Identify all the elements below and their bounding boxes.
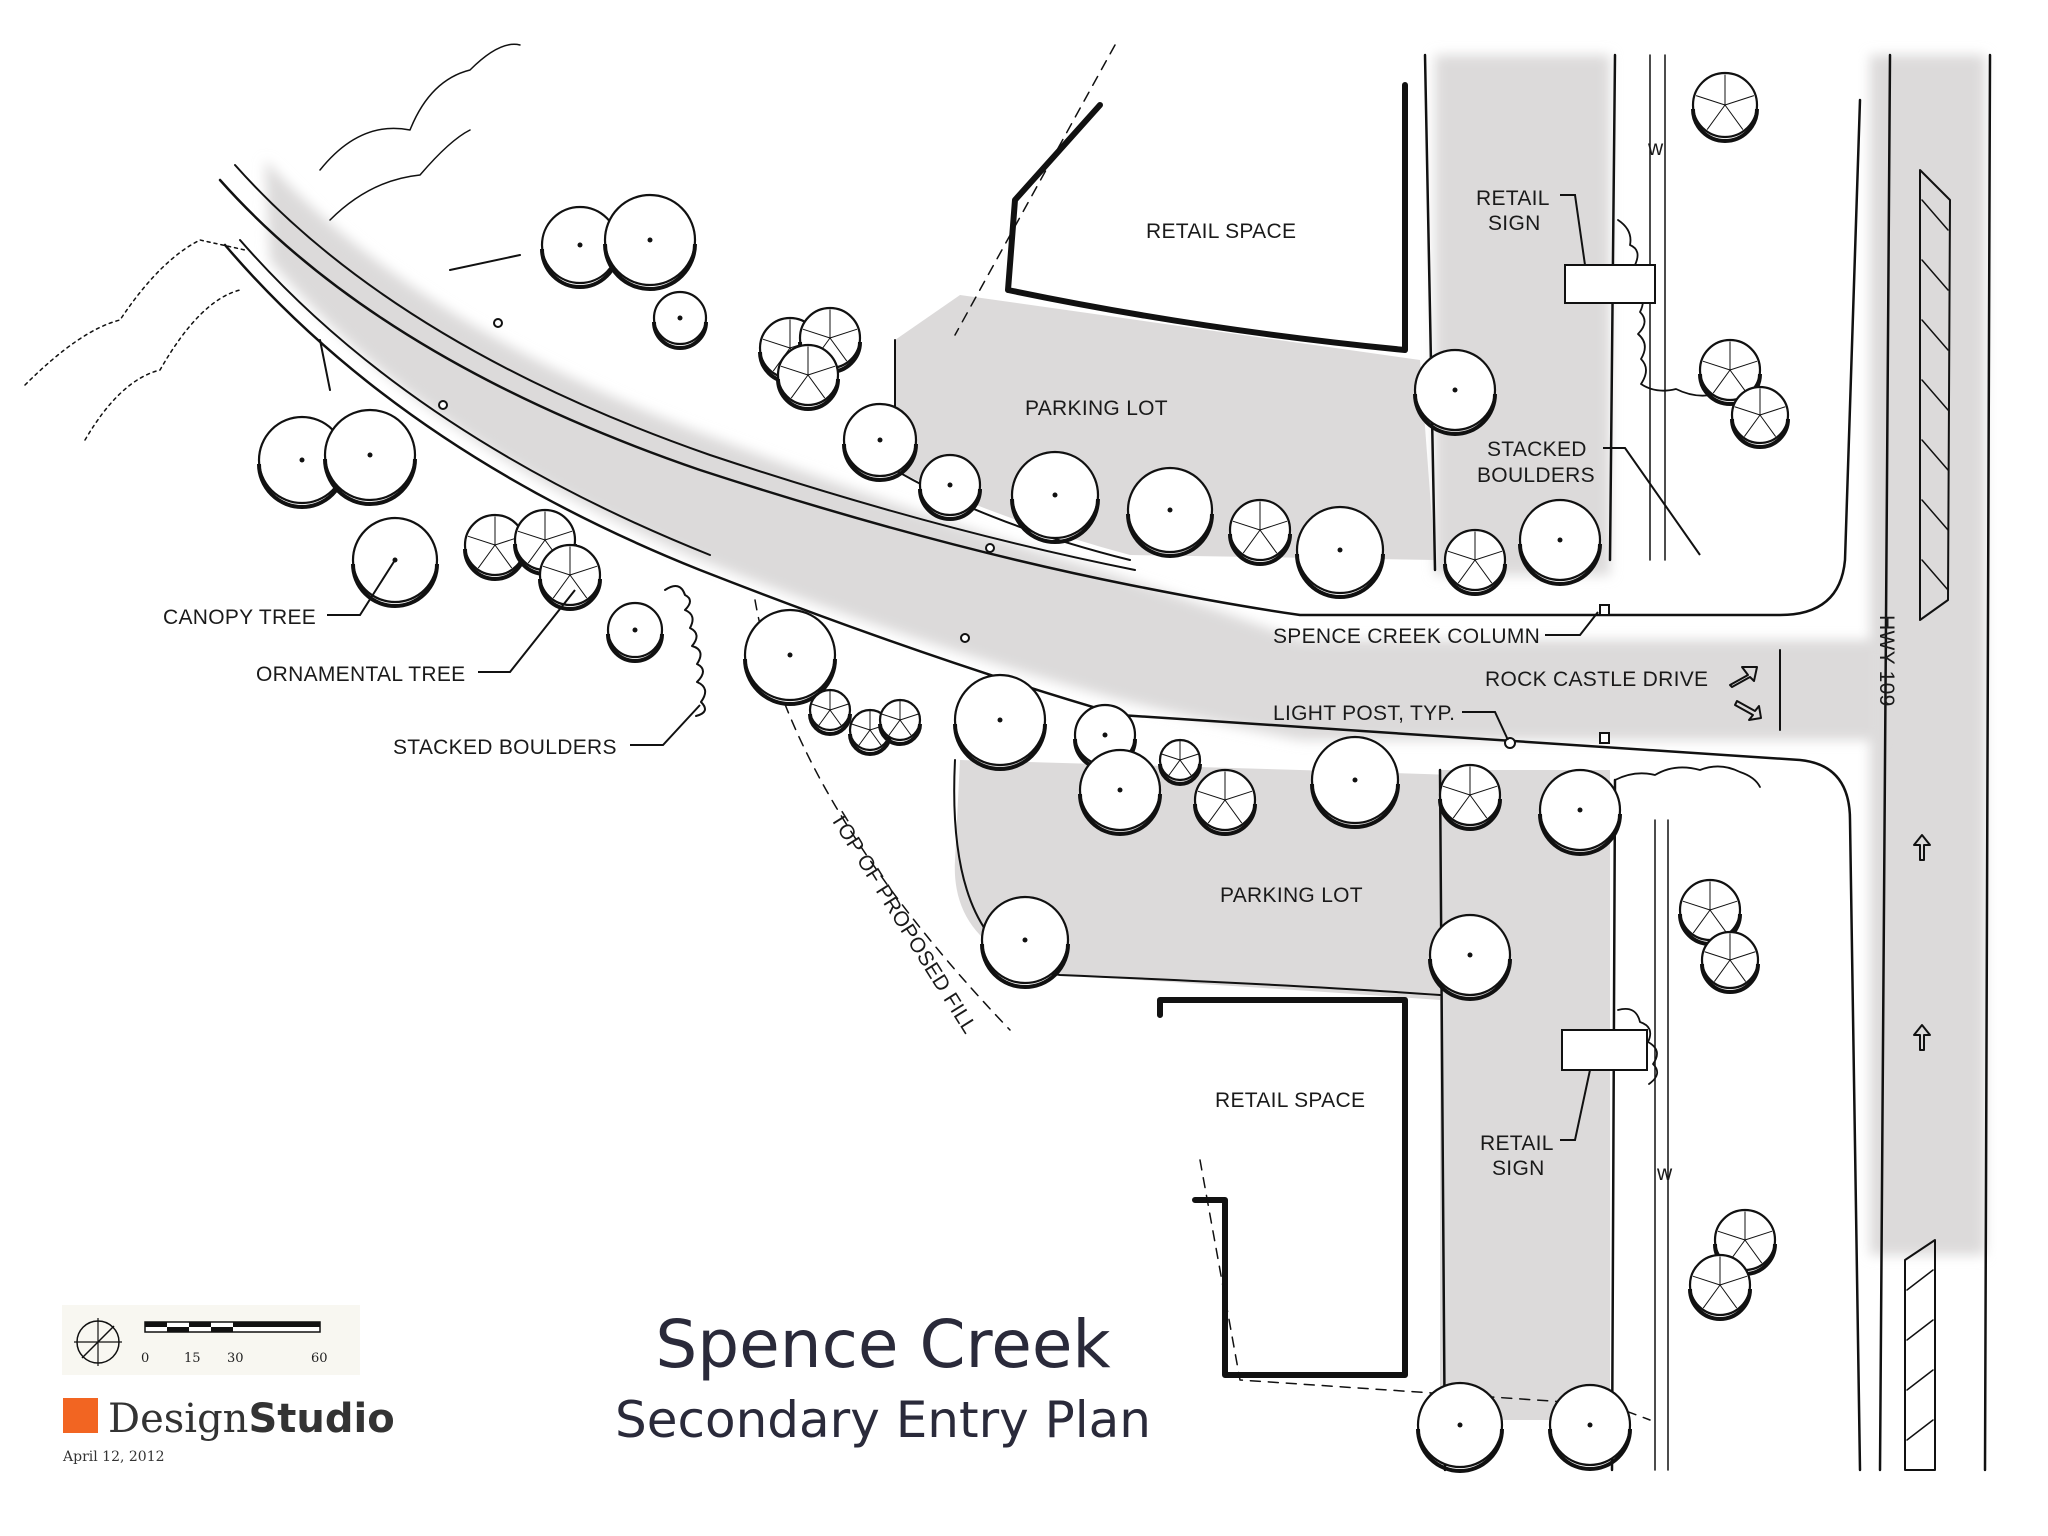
canopy-tree-symbol [1518,498,1602,586]
label-retail-space-bottom: RETAIL SPACE [1215,1089,1365,1112]
ornamental-tree-symbol [1700,930,1760,994]
label-canopy-tree: CANOPY TREE [163,606,316,629]
canopy-tree-symbol [606,601,664,663]
linework [24,43,1992,1472]
logo-mark [63,1398,98,1433]
ornamental-tree-symbol [878,698,922,746]
ornamental-tree-symbol [776,343,840,411]
ornamental-tree-symbol [1730,385,1790,449]
tree-group [257,71,1790,1473]
ornamental-tree-symbol [538,543,602,611]
light-post-marker [1504,737,1516,749]
ornamental-tree-symbol [1438,763,1502,831]
label-stacked-boulders-right-1: STACKED [1487,438,1587,461]
north-drive-pavement [1435,55,1610,575]
site-furniture [438,264,1656,1071]
canopy-tree-symbol [603,193,697,291]
label-retail-sign-top-2: SIGN [1488,212,1541,235]
canopy-tree-symbol [1428,913,1512,1001]
page-subtitle: Secondary Entry Plan [615,1391,1151,1449]
light-post-marker [438,400,448,410]
canopy-tree-symbol [1295,505,1385,599]
canopy-tree-symbol [351,516,439,608]
scale-tick-60: 60 [311,1351,328,1366]
canopy-tree-symbol [652,290,708,350]
label-retail-sign-bottom-2: SIGN [1492,1157,1545,1180]
label-light-post: LIGHT POST, TYP. [1273,702,1455,725]
scale-tick-0: 0 [141,1351,149,1366]
label-retail-sign-bottom-1: RETAIL [1480,1132,1554,1155]
plan-date: April 12, 2012 [62,1449,165,1465]
ornamental-tree-symbol [808,688,852,736]
logo-text: DesignStudio [108,1396,395,1442]
north-arrow-icon [74,1318,122,1366]
canopy-tree-symbol [1538,768,1622,856]
light-post-marker [493,318,503,328]
label-rock-castle-drive: ROCK CASTLE DRIVE [1485,668,1708,691]
canopy-tree-symbol [1010,450,1100,544]
canopy-tree-symbol [980,895,1070,989]
canopy-tree-symbol [953,673,1047,771]
ornamental-tree-symbol [1443,528,1507,596]
ornamental-tree-symbol [1193,768,1257,836]
label-hwy: HWY 109 [1875,615,1898,707]
light-post-marker [985,543,995,553]
canopy-tree-symbol [1548,1383,1632,1471]
traffic-arrows [1729,666,1931,1051]
scale-tick-15: 15 [184,1351,201,1366]
canopy-tree-symbol [743,608,837,706]
label-spence-creek-column: SPENCE CREEK COLUMN [1273,625,1540,648]
page-title: Spence Creek [655,1306,1111,1383]
label-parking-lot-bottom: PARKING LOT [1220,884,1363,907]
canopy-tree-symbol [1416,1381,1504,1473]
traffic-arrow-icon [1913,834,1931,861]
ornamental-tree-symbol [1691,71,1759,143]
median-hatch-top [1921,199,1949,591]
label-water-mark-1: w [1647,137,1664,160]
logo: DesignStudio April 12, 2012 [62,1396,395,1465]
label-water-mark-2: w [1656,1162,1673,1185]
traffic-arrow-icon [1734,700,1762,721]
scale-bar [144,1321,321,1333]
title-block: Spence Creek Secondary Entry Plan [615,1306,1151,1449]
ornamental-tree-symbol [1228,498,1292,566]
median-hatch-bottom [1906,1269,1934,1441]
label-stacked-boulders-left: STACKED BOULDERS [393,736,617,759]
ornamental-tree-symbol [1158,738,1202,786]
label-retail-sign-top-1: RETAIL [1476,187,1550,210]
column-marker-south [1599,732,1610,744]
label-stacked-boulders-right-2: BOULDERS [1477,464,1595,487]
canopy-tree-symbol [918,453,982,521]
label-ornamental-tree: ORNAMENTAL TREE [256,663,465,686]
label-retail-space-top: RETAIL SPACE [1146,220,1296,243]
light-post-marker [960,633,970,643]
label-parking-lot-top: PARKING LOT [1025,397,1168,420]
canopy-tree-symbol [1310,735,1400,829]
south-drive-pavement [1440,770,1610,1420]
canopy-tree-symbol [1078,748,1162,836]
scale-block: 0 15 30 60 [62,1305,360,1375]
canopy-tree-symbol [1126,466,1214,558]
traffic-arrow-icon [1729,666,1758,688]
canopy-tree-symbol [323,408,417,506]
canopy-tree-symbol [1413,348,1497,436]
rock-castle-drive-pavement [265,160,1880,740]
scale-tick-30: 30 [227,1351,244,1366]
retail-sign-top [1564,264,1656,304]
ornamental-tree-symbol [1713,1208,1777,1276]
canopy-tree-symbol [842,402,918,482]
traffic-arrow-icon [1913,1024,1931,1051]
retail-sign-bottom [1561,1029,1648,1071]
spence-creek-column-marker [1599,604,1610,616]
leader-lines [327,194,1701,1141]
ornamental-tree-symbol [1688,1253,1752,1321]
